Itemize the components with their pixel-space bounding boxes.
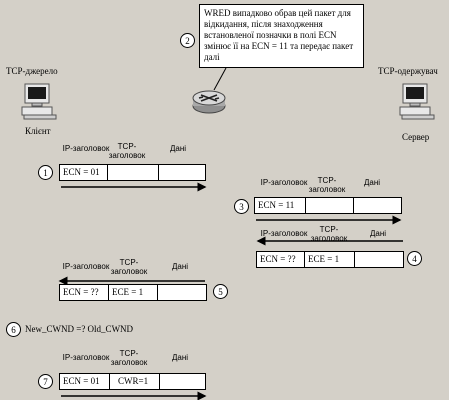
p5-tcp-field: ECE = 1 — [109, 285, 158, 300]
p1-data-header-label: Дані — [169, 144, 187, 153]
step-1-badge: 1 — [38, 165, 53, 180]
packet-step4: ECN = ?? ECE = 1 — [256, 251, 404, 268]
packet-step5: ECN = ?? ECE = 1 — [59, 284, 207, 301]
server-computer-icon — [399, 83, 435, 120]
server-name-label: Сервер — [402, 132, 430, 142]
p3-tcp-field — [306, 198, 354, 213]
step-2-badge: 2 — [180, 33, 195, 48]
p5-ip-header-label: IP-заголовок — [62, 262, 110, 271]
step-6-badge: 6 — [6, 322, 21, 337]
cwnd-formula: New_CWND =? Old_CWND — [25, 324, 134, 334]
p4-tcp-field: ECE = 1 — [305, 252, 355, 267]
packet-step1: ECN = 01 — [59, 164, 206, 181]
router-icon — [192, 90, 226, 114]
p7-ip-header-label: IP-заголовок — [62, 353, 110, 362]
p1-ip-header-label: IP-заголовок — [62, 144, 110, 153]
p7-tcp-field: CWR=1 — [110, 374, 160, 389]
client-name-label: Клієнт — [25, 126, 51, 136]
callout-pointer — [213, 67, 227, 91]
p5-data-field — [158, 285, 206, 300]
p1-ip-field: ECN = 01 — [60, 165, 108, 180]
p7-data-field — [160, 374, 205, 389]
p3-tcp-header-label: TCP-заголовок — [308, 176, 346, 194]
p7-tcp-header-label: TCP-заголовок — [110, 349, 148, 367]
wred-callout: WRED випадково обрав цей пакет для відки… — [199, 4, 364, 68]
p3-data-header-label: Дані — [363, 178, 381, 187]
step-7-badge: 7 — [38, 374, 53, 389]
p4-data-header-label: Дані — [369, 229, 387, 238]
step-5-badge: 5 — [213, 284, 228, 299]
wred-callout-text: WRED випадково обрав цей пакет для відки… — [204, 8, 354, 62]
packet-step7: ECN = 01 CWR=1 — [59, 373, 206, 390]
step-3-badge: 3 — [234, 199, 249, 214]
p7-ip-field: ECN = 01 — [60, 374, 110, 389]
p4-data-field — [355, 252, 403, 267]
p1-tcp-field — [108, 165, 159, 180]
server-role-label: TCP-одержувач — [378, 66, 438, 76]
p3-ip-field: ECN = 11 — [255, 198, 306, 213]
p5-data-header-label: Дані — [171, 262, 189, 271]
p1-tcp-header-label: TCP-заголовок — [108, 142, 146, 160]
p1-data-field — [159, 165, 205, 180]
client-role-label: TCP-джерело — [6, 66, 58, 76]
client-computer-icon — [21, 83, 57, 120]
p4-ip-header-label: IP-заголовок — [260, 229, 308, 238]
p3-ip-header-label: IP-заголовок — [260, 178, 308, 187]
p3-data-field — [354, 198, 401, 213]
p4-tcp-header-label: TCP-заголовок — [310, 225, 348, 243]
p5-ip-field: ECN = ?? — [60, 285, 109, 300]
p7-data-header-label: Дані — [171, 353, 189, 362]
p5-tcp-header-label: TCP-заголовок — [110, 258, 148, 276]
packet-step3: ECN = 11 — [254, 197, 402, 214]
p4-ip-field: ECN = ?? — [257, 252, 305, 267]
step-4-badge: 4 — [407, 251, 422, 266]
